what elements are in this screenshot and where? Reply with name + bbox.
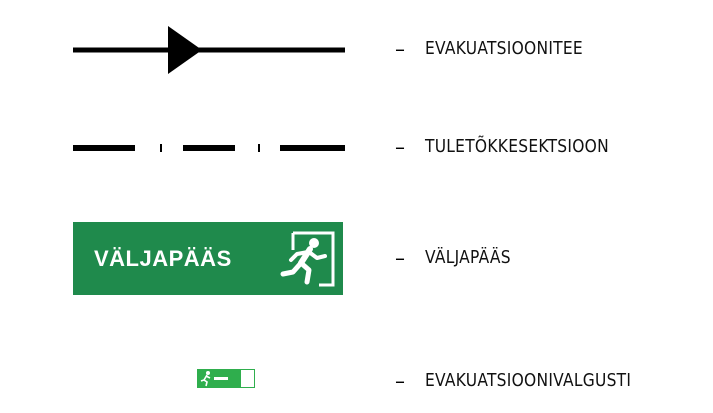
fire-compartment-dash [280, 145, 345, 151]
fire-compartment-tick [258, 144, 260, 152]
exit-sign: VÄLJAPÄÄS [73, 222, 343, 295]
legend-label-fire-compartment: TULETÕKKESEKTSIOON [425, 136, 609, 157]
legend-label-evacuation-light: EVAKUATSIOONIVALGUSTI [425, 370, 632, 391]
fire-compartment-dash [183, 145, 235, 151]
fire-compartment-tick [160, 144, 162, 152]
legend-separator: – [395, 369, 405, 393]
running-man-door-icon [280, 231, 335, 287]
legend-label-evacuation-route: EVAKUATSIOONITEE [425, 38, 583, 59]
legend-separator: – [395, 37, 405, 61]
evacuation-route-arrowhead [168, 26, 202, 74]
evacuation-route-arrow-icon [73, 26, 345, 74]
fire-compartment-line-icon [73, 144, 345, 152]
exit-sign-text: VÄLJAPÄÄS [94, 246, 232, 271]
legend-separator: – [395, 135, 405, 159]
fire-compartment-dash [73, 145, 135, 151]
legend-separator: – [395, 246, 405, 270]
legend-label-exit-sign: VÄLJAPÄÄS [425, 247, 511, 268]
evacuation-light-icon [197, 369, 255, 388]
